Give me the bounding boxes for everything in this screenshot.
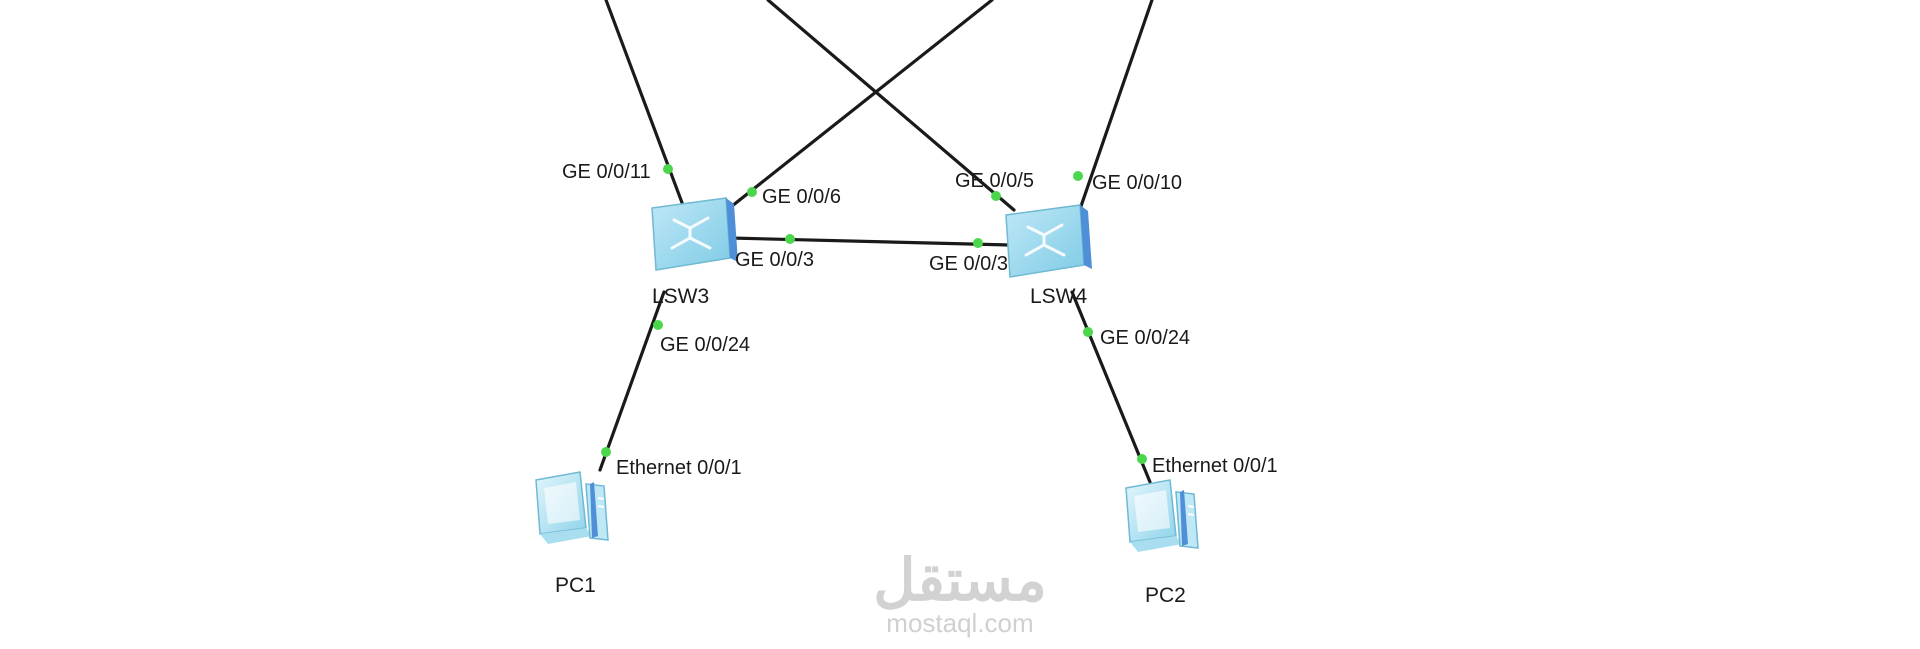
port-dot-lsw3-ge-0-0-24[interactable] [653, 320, 663, 330]
port-label-lsw4-ge-0-0-24: GE 0/0/24 [1100, 327, 1190, 349]
port-label-lsw3-ge-0-0-6: GE 0/0/6 [762, 186, 841, 208]
pc-pc2[interactable] [1125, 479, 1199, 552]
link-lsw3-pc1 [598, 290, 666, 472]
port-dot-pc2-ethernet-0-0-1[interactable] [1137, 454, 1147, 464]
port-label-pc2-ethernet-0-0-1: Ethernet 0/0/1 [1152, 455, 1278, 477]
watermark-domain: mostaql.com [886, 608, 1033, 638]
port-label-lsw4-ge-0-0-3: GE 0/0/3 [929, 253, 1008, 275]
port-dot-lsw3-ge-0-0-11[interactable] [663, 164, 673, 174]
port-label-lsw3-ge-0-0-3: GE 0/0/3 [735, 249, 814, 271]
switch-lsw4-label: LSW4 [1030, 285, 1088, 308]
port-dot-lsw3-ge-0-0-6[interactable] [747, 187, 757, 197]
port-dots [601, 164, 1147, 464]
port-dot-lsw4-ge-0-0-24[interactable] [1083, 327, 1093, 337]
port-label-pc1-ethernet-0-0-1: Ethernet 0/0/1 [616, 457, 742, 479]
link-lsw3-lsw4 [728, 236, 1012, 247]
port-dot-pc1-ethernet-0-0-1[interactable] [601, 447, 611, 457]
link-lsw3-uplink-left [604, 0, 686, 210]
switch-lsw3[interactable] [651, 197, 738, 271]
link-lsw4-uplink-left [766, 0, 1016, 212]
watermark-arabic-logo: مستقل [873, 548, 1047, 613]
port-dot-lsw4-ge-0-0-3[interactable] [973, 238, 983, 248]
link-lsw3-uplink-right [725, 0, 994, 212]
pc-pc2-label: PC2 [1145, 584, 1186, 607]
link-lsw4-uplink-right [1077, 0, 1154, 214]
pc-pc1-label: PC1 [555, 574, 596, 597]
switch-lsw4[interactable] [1005, 204, 1092, 278]
link-lsw4-pc2 [1070, 290, 1152, 484]
port-label-lsw4-ge-0-0-5: GE 0/0/5 [955, 170, 1034, 192]
switch-lsw3-label: LSW3 [652, 285, 709, 308]
watermark: مستقل mostaql.com [873, 548, 1047, 638]
pc-pc1[interactable] [535, 471, 609, 544]
port-label-lsw3-ge-0-0-24: GE 0/0/24 [660, 334, 750, 356]
port-labels: GE 0/0/11 GE 0/0/6 GE 0/0/3 GE 0/0/24 GE… [562, 161, 1278, 479]
port-dot-lsw3-ge-0-0-3[interactable] [785, 234, 795, 244]
port-label-lsw4-ge-0-0-10: GE 0/0/10 [1092, 172, 1182, 194]
links [598, 0, 1154, 484]
port-label-lsw3-ge-0-0-11: GE 0/0/11 [562, 161, 651, 183]
port-dot-lsw4-ge-0-0-5[interactable] [991, 191, 1001, 201]
port-dot-lsw4-ge-0-0-10[interactable] [1073, 171, 1083, 181]
